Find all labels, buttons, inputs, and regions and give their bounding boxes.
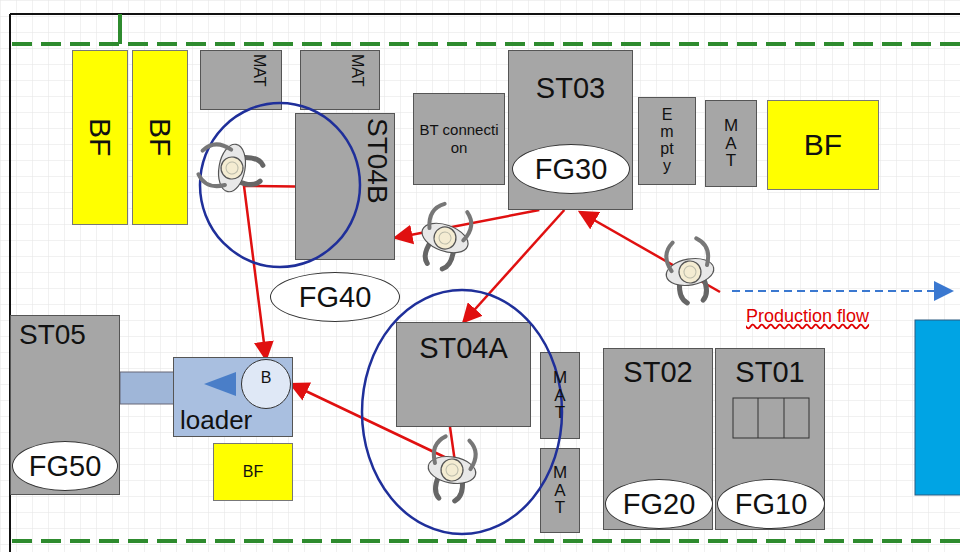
node-label: loader [180,407,252,434]
node-label: FG20 [623,489,696,519]
node-label: ST01 [735,357,804,387]
operator-figure [196,139,265,197]
function-group: FG50 [12,441,118,491]
node-label: FG50 [29,451,102,481]
node-label: BF [804,129,842,161]
loader-marker: B [241,359,291,409]
node-label: FG30 [535,154,608,184]
node-label: MAT [552,464,569,518]
operator-figure [423,434,481,503]
node-label: B [261,370,272,387]
station-box: ST03FG30 [508,50,633,210]
node-label: BF [84,118,116,156]
station-box: ST01FG10 [715,348,825,530]
function-group: FG30 [512,144,630,194]
material-rack: MAT [540,352,580,439]
flow-arrow [244,186,295,359]
material-rack: MAT [200,50,282,110]
connection-box: BT connection [413,93,505,185]
material-rack: MAT [540,448,580,533]
node-label: MAT [723,117,740,171]
operator-figure [661,236,719,305]
node-label: Empty [659,107,675,174]
station-box: ST05FG50 [10,315,120,495]
function-group: FG40 [270,272,400,322]
node-label: FG10 [735,489,808,519]
station-box: ST02FG20 [603,348,713,530]
node-label: FG40 [299,282,372,312]
buffer-rack: BF [72,50,128,225]
operator-figure [412,200,478,275]
function-group: FG10 [717,479,825,529]
node-label: BT connection [419,121,499,157]
buffer-rack: BF [132,50,188,225]
node-label: ST03 [536,73,605,103]
node-label: ST02 [623,357,692,387]
buffer-rack: BF [213,443,293,501]
node-label: BF [144,118,176,156]
node-label: BF [243,464,263,481]
node-label: ST04A [419,333,508,363]
station-box: ST04A [396,322,531,427]
empty-slot: Empty [638,97,696,185]
node-label: ST04B [363,118,392,204]
node-label: MAT [552,369,569,423]
function-group: FG20 [605,479,713,529]
node-label: ST05 [19,320,86,349]
node-label: MAT [348,54,365,87]
material-rack: MAT [300,50,380,110]
flow-label: Production flow [746,306,869,327]
loader-box: loader B [173,357,293,437]
node-label: MAT [250,54,267,87]
buffer-rack: BF [767,100,879,190]
material-rack: MAT [705,100,757,187]
flow-arrow [464,210,565,322]
